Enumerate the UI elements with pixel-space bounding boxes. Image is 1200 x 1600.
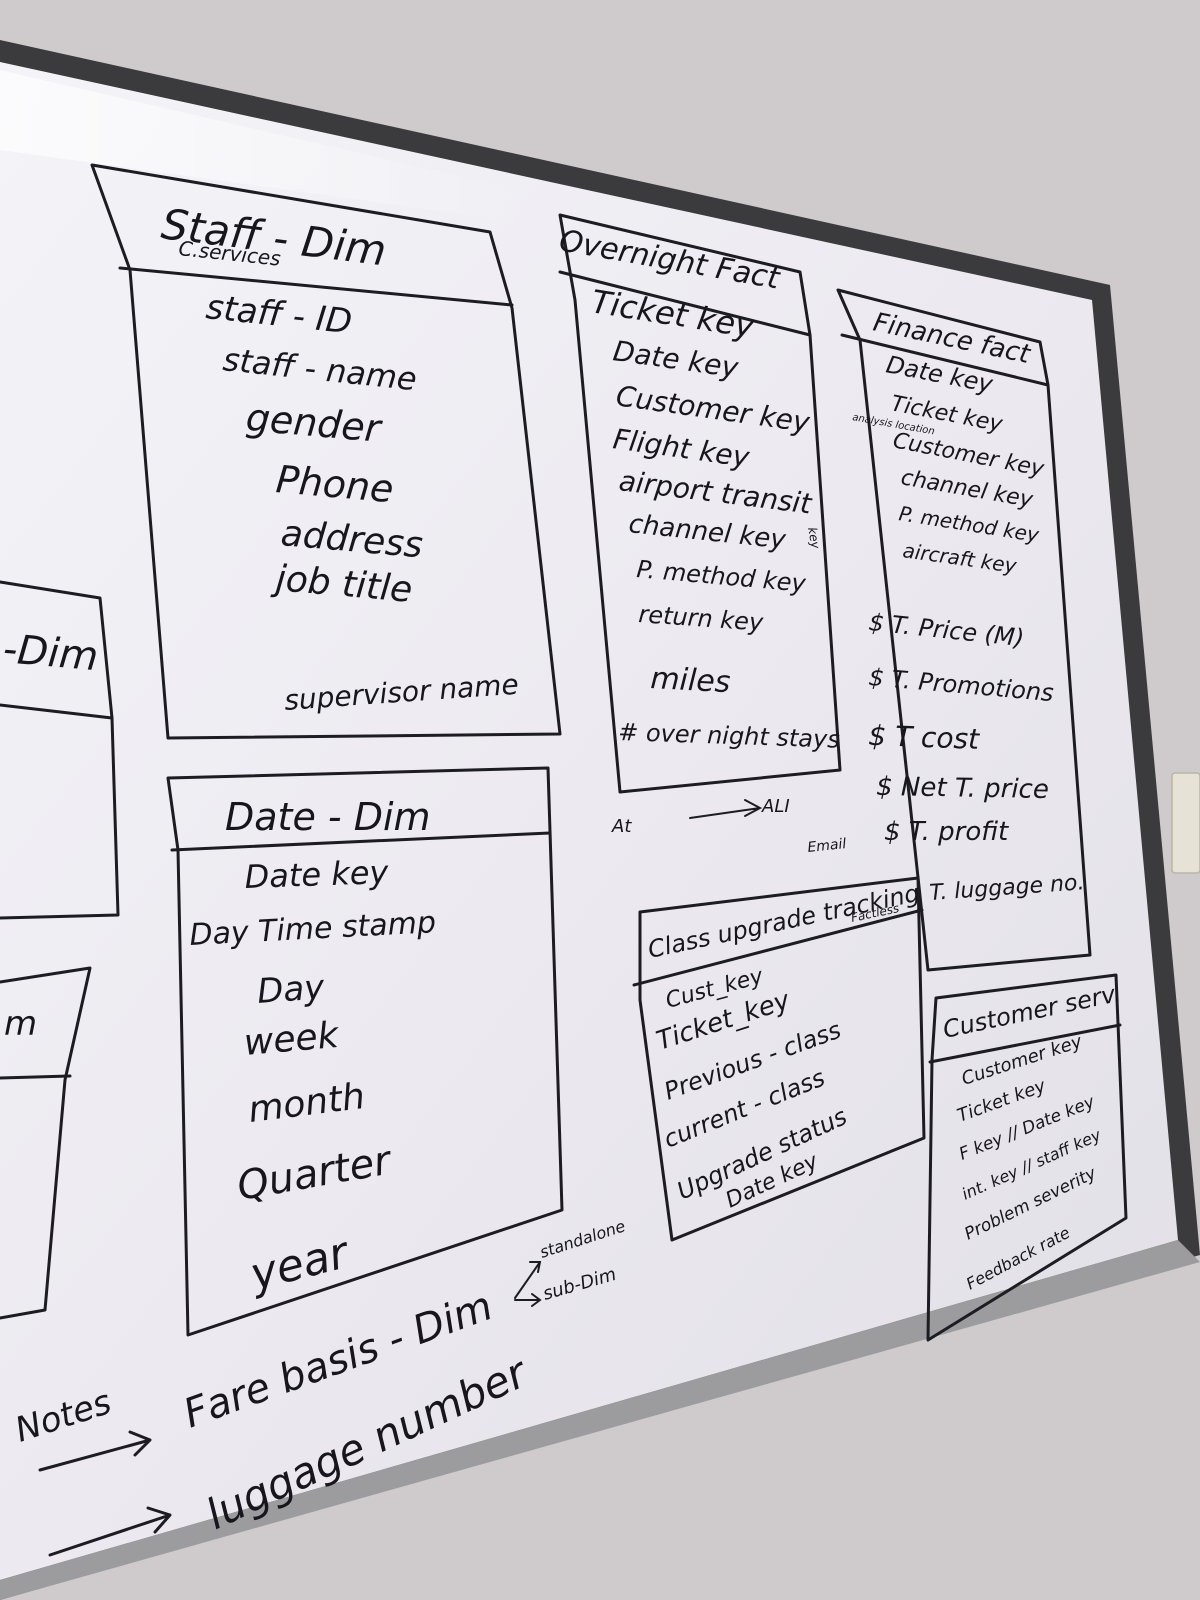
finance-fact-measure: $ T cost <box>868 719 981 756</box>
board-surface <box>0 62 1178 1580</box>
arrow-icon <box>689 799 763 819</box>
date-dim-title: Date - Dim <box>225 795 431 839</box>
overnight-fact-transit-suffix: key <box>805 526 823 550</box>
left-partial-header-1 <box>0 703 114 720</box>
date-dim-header-line <box>170 831 552 852</box>
date-dim-field: Date key <box>244 853 390 896</box>
left-partial-box-2 <box>0 966 92 1320</box>
arrow-right-icon <box>514 1293 542 1307</box>
arrow-up-icon <box>514 1261 542 1299</box>
date-dim-field: Day <box>256 967 327 1012</box>
overnight-fact-header-line <box>558 270 812 337</box>
customer-serv-border <box>926 973 1128 1342</box>
customer-serv-header-line <box>928 1023 1122 1064</box>
left-partial-label-2: m <box>4 1004 37 1044</box>
annotation-at: At <box>611 816 632 837</box>
arrow-icon <box>38 1430 152 1472</box>
annotation-email: Email <box>807 836 847 856</box>
overnight-fact-border <box>558 213 842 794</box>
arrow-icon <box>48 1506 172 1557</box>
finance-fact-measure: $ Net T. price <box>876 772 1049 805</box>
annotation-arrow-label: ALI <box>761 796 790 817</box>
staff-dim-field: Phone <box>274 457 395 511</box>
class-upgrade-header-line <box>632 908 924 987</box>
date-dim-field: week <box>242 1015 342 1064</box>
staff-dim-header-line <box>118 266 514 307</box>
marker-tray <box>0 1240 1200 1600</box>
overnight-fact-field: miles <box>650 661 732 700</box>
light-glare <box>0 70 540 225</box>
left-partial-label-1: -Dim <box>1 626 100 680</box>
finance-fact-measure: $ T. profit <box>884 817 1009 847</box>
left-partial-tables: -Dim m <box>0 580 120 1320</box>
date-dim-border <box>166 766 564 1337</box>
class-upgrade-border <box>638 876 926 1242</box>
wall-outlet <box>1171 772 1200 874</box>
left-partial-header-2 <box>0 1074 72 1080</box>
finance-fact-header-line <box>840 333 1050 387</box>
